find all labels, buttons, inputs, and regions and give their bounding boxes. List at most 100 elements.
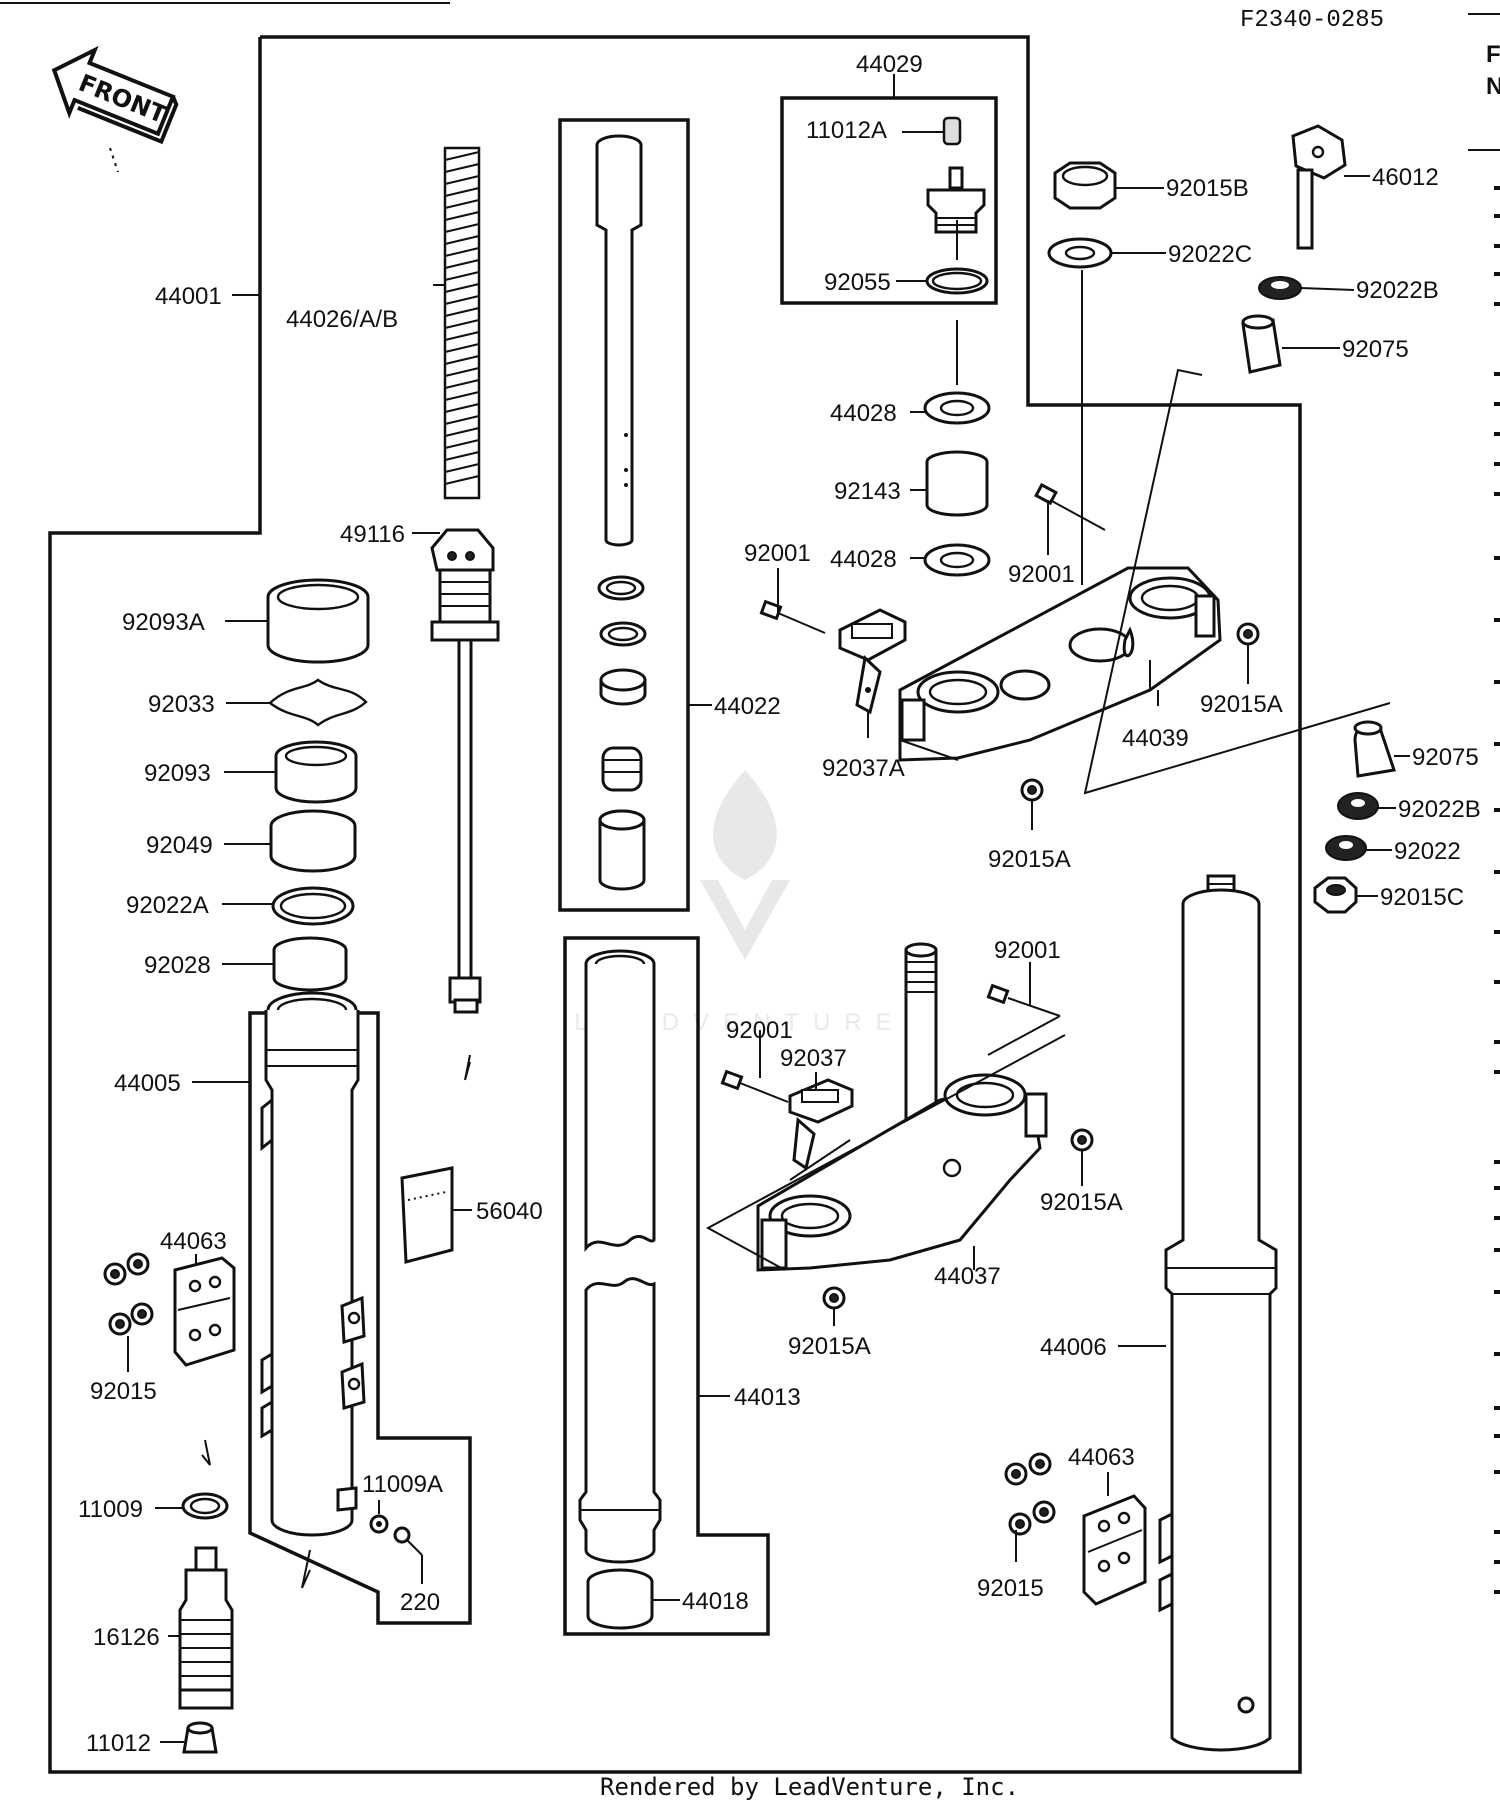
- label-92028: 92028: [144, 952, 211, 979]
- part-44022-rings: [597, 575, 647, 891]
- front-arrow: FRONT: [51, 45, 179, 145]
- part-11012: [182, 1721, 218, 1754]
- front-arrow-dots: [109, 147, 119, 173]
- outer-tube-assembly-frame: [248, 1011, 472, 1625]
- part-44028-lower: [923, 543, 991, 577]
- part-44039-top-bracket: [898, 566, 1222, 762]
- part-44022-tube: [595, 134, 643, 547]
- label-11009: 11009: [78, 1496, 143, 1523]
- part-44005-outer-tube: [260, 991, 366, 1589]
- part-44028-upper: [923, 391, 991, 425]
- part-44013-inner-tube: [578, 949, 662, 1564]
- label-16126: 16126: [93, 1624, 160, 1651]
- part-92015C-right: [1313, 876, 1358, 914]
- nuts-92015-left: [103, 1252, 154, 1336]
- ref-code: F2340-0285: [1240, 7, 1384, 34]
- label-44063-right: 44063: [1068, 1444, 1135, 1471]
- label-46012: 46012: [1372, 164, 1439, 191]
- label-92049: 92049: [146, 832, 213, 859]
- label-92093A: 92093A: [122, 609, 205, 636]
- edge-fragment-f: F: [1486, 41, 1500, 68]
- callout-labels: 44029 11012A 92055 92015B 92022C 46012 9…: [78, 51, 1481, 1757]
- label-44026: 44026/A/B: [286, 306, 398, 333]
- label-44028-lower: 44028: [830, 546, 897, 573]
- label-92015A-b: 92015A: [988, 846, 1071, 873]
- label-11012A: 11012A: [806, 117, 887, 144]
- part-92028: [272, 936, 348, 992]
- nut-92015A-b: [1020, 778, 1044, 802]
- label-92015-left: 92015: [90, 1378, 157, 1405]
- label-220: 220: [400, 1589, 440, 1616]
- part-92037A: [838, 608, 907, 715]
- part-44018: [586, 1568, 654, 1630]
- label-92022B-right: 92022B: [1398, 796, 1481, 823]
- label-44018: 44018: [682, 1588, 749, 1615]
- inner-tube-assembly-frame: [558, 118, 690, 912]
- part-92093: [274, 740, 358, 804]
- part-92075-top: [1241, 314, 1282, 374]
- nut-92015A-c: [822, 1286, 846, 1310]
- label-92075-top: 92075: [1342, 336, 1409, 363]
- footer-rendered-by: Rendered by LeadVenture, Inc.: [600, 1773, 1019, 1801]
- label-44022: 44022: [714, 693, 781, 720]
- label-92037A: 92037A: [822, 755, 905, 782]
- label-56040: 56040: [476, 1198, 543, 1225]
- edge-fragment-n: N: [1486, 73, 1500, 100]
- part-92022A: [271, 886, 355, 926]
- alignment-lines: [705, 220, 1391, 1271]
- part-44063-right: [1082, 1494, 1147, 1606]
- label-92037: 92037: [780, 1045, 847, 1072]
- label-44005: 44005: [114, 1070, 181, 1097]
- part-44029-cap: [926, 166, 986, 234]
- inner-tube-44013-frame: [563, 936, 770, 1636]
- nut-92015A-a: [1236, 622, 1260, 646]
- part-92022C: [1047, 237, 1113, 269]
- label-44063-left: 44063: [160, 1228, 227, 1255]
- part-44063-left: [173, 1256, 236, 1367]
- part-44037-lower-bracket: [756, 942, 1048, 1272]
- label-44028-upper: 44028: [830, 400, 897, 427]
- label-44029: 44029: [856, 51, 923, 78]
- bolt-92001-b: [1034, 482, 1106, 531]
- label-92015-right: 92015: [977, 1575, 1044, 1602]
- part-92049: [269, 809, 357, 873]
- part-92022-right: [1325, 835, 1367, 861]
- valve-assembly-frame: [780, 96, 998, 305]
- label-44013: 44013: [734, 1384, 801, 1411]
- fork-spring-44026: [443, 146, 481, 500]
- label-92022C: 92022C: [1168, 241, 1252, 268]
- label-92001-d: 92001: [726, 1017, 793, 1044]
- label-11012: 11012: [86, 1730, 151, 1757]
- part-92033: [268, 678, 368, 727]
- label-92143: 92143: [834, 478, 901, 505]
- label-92022: 92022: [1394, 838, 1461, 865]
- nut-92015A-d: [1070, 1128, 1094, 1152]
- part-11012A: [942, 116, 962, 146]
- bolt-92001-a: [759, 599, 826, 634]
- label-44037: 44037: [934, 1263, 1001, 1290]
- label-92015A-d: 92015A: [788, 1333, 871, 1360]
- label-92015B: 92015B: [1166, 175, 1249, 202]
- label-92022A: 92022A: [126, 892, 209, 919]
- label-49116: 49116: [340, 521, 405, 548]
- part-46012: [1291, 124, 1347, 250]
- label-92033: 92033: [148, 691, 215, 718]
- part-92037: [788, 1078, 854, 1171]
- label-92055: 92055: [824, 269, 891, 296]
- label-92001-b: 92001: [1008, 561, 1075, 588]
- label-92093: 92093: [144, 760, 211, 787]
- label-44001: 44001: [155, 283, 222, 310]
- damper-rod-49116: [430, 528, 500, 1081]
- label-11009A: 11009A: [362, 1471, 443, 1498]
- leader-lines: [127, 74, 1410, 1743]
- part-92075-right: [1353, 720, 1396, 778]
- part-92143: [925, 450, 989, 517]
- bolt-92001-d: [720, 1069, 789, 1103]
- part-16126: [178, 1546, 234, 1710]
- label-44006: 44006: [1040, 1334, 1107, 1361]
- label-92075-right: 92075: [1412, 744, 1479, 771]
- part-11009: [181, 1439, 229, 1520]
- part-92015B: [1053, 161, 1117, 210]
- label-92022B-top: 92022B: [1356, 277, 1439, 304]
